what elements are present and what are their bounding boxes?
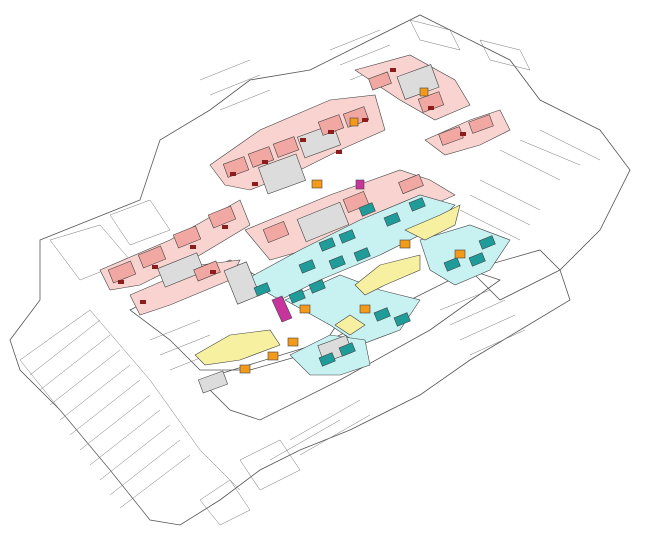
yellow-block-southwest [194,329,281,366]
orange-blocks [239,87,466,374]
grey-blocks [157,64,440,394]
yellow-blocks [194,204,461,366]
teal-blocks [253,197,496,367]
cyan-zone-south [284,274,421,346]
magenta-block-south [271,295,293,323]
red-blocks [107,71,494,284]
darkred-blocks [118,68,466,304]
existing-fabric [19,19,601,526]
yellow-block-small [334,314,366,336]
yellow-block-east [404,204,461,241]
yellow-block-center [354,254,421,296]
magenta-blocks [271,179,365,323]
magenta-block-north [355,179,365,190]
